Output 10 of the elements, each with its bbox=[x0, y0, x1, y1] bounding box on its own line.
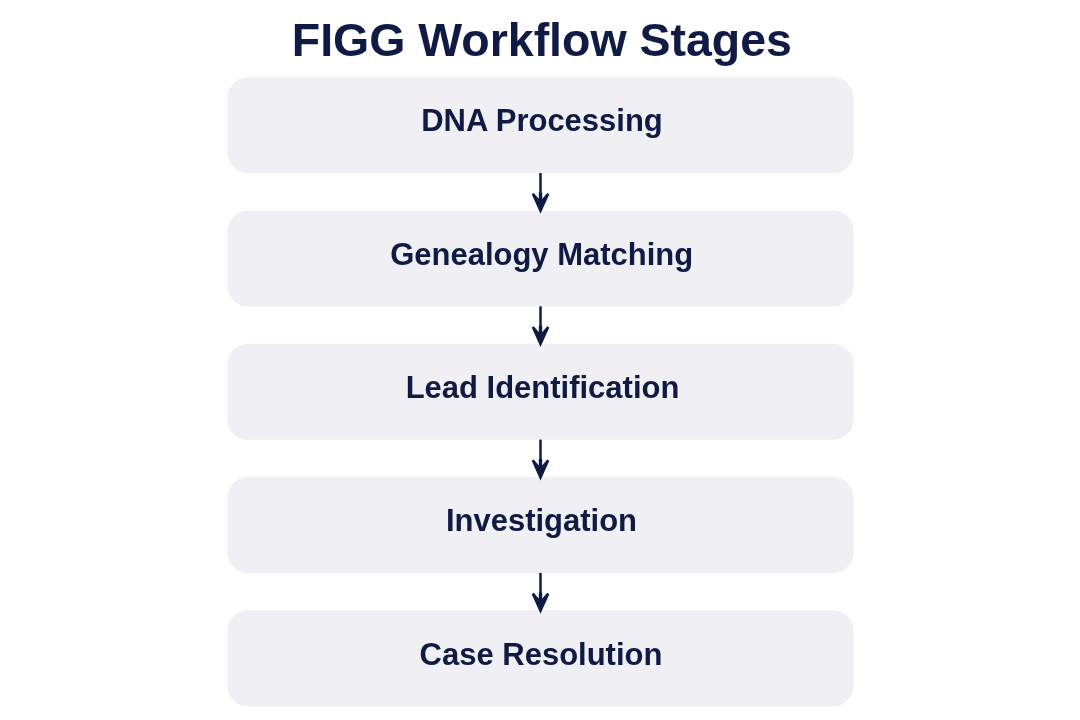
arrow bbox=[531, 173, 549, 213]
node-box: Genealogy Matching bbox=[226, 210, 854, 307]
node-box: DNA Processing bbox=[226, 77, 854, 174]
arrow bbox=[531, 572, 549, 612]
diagram-title: FIGG Workflow Stages bbox=[291, 14, 792, 67]
arrow bbox=[531, 306, 549, 346]
arrow bbox=[531, 439, 549, 479]
node-box: Lead Identification bbox=[226, 343, 854, 440]
node-box: Investigation bbox=[226, 477, 854, 574]
node-box: Case Resolution bbox=[226, 610, 854, 707]
